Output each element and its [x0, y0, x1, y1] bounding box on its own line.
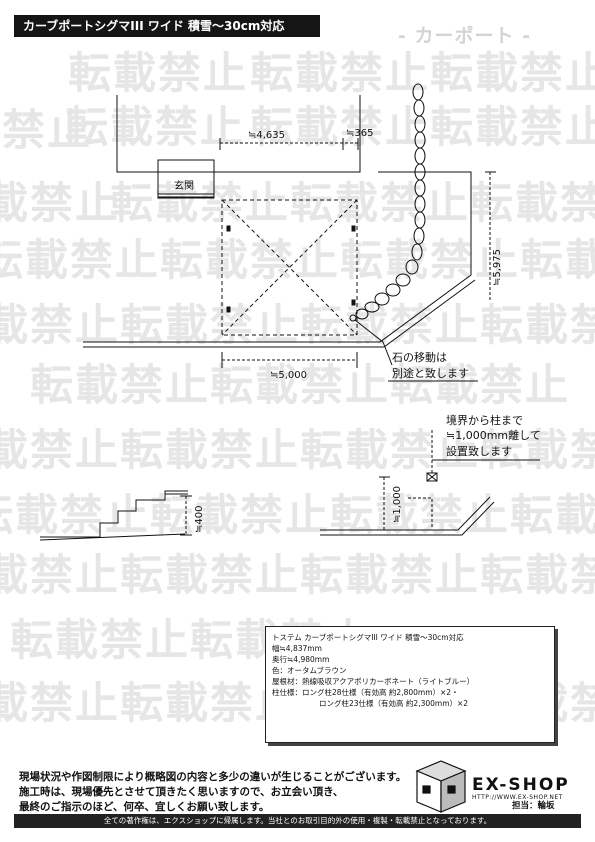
- carport-post: [226, 225, 231, 232]
- boundary-note: 設置致します: [446, 444, 512, 458]
- spec-post-1: 柱仕様：ロング柱28仕様（有効高 約2,800mm）×2・: [272, 688, 459, 697]
- stone-note: 別途と致します: [392, 366, 469, 380]
- watermark-text: 転載禁止: [300, 301, 480, 351]
- plan-labels: 玄関 ≒4,635 ≒365 ≒5,975 ≒5,000 石の移動は 別途と致し…: [174, 128, 503, 381]
- watermark-text: 転載禁止: [0, 551, 120, 601]
- house-outline: [214, 95, 361, 173]
- leader-line: [354, 319, 393, 366]
- notice-text: 現場状況や作図制限により概略図の内容と多少の違いが生じることがございます。 施工…: [19, 770, 406, 815]
- spec-width: 幅≒4,837mm: [272, 644, 322, 653]
- watermark-text: 転載禁止: [0, 426, 120, 476]
- stone-border: [355, 83, 426, 320]
- stone-note: 石の移動は: [392, 350, 447, 364]
- spec-roof: 屋根材：熱線吸収アクアポリカーボネート（ライトブルー）: [272, 677, 475, 686]
- dimension-height: ≒400: [194, 506, 205, 533]
- spec-color: 色：オータムブラウン: [272, 666, 347, 675]
- watermark-text: 転載禁止: [120, 551, 300, 601]
- spec-post-2: ロング柱23仕様（有効高 約2,300mm）×2: [319, 699, 469, 708]
- watermark-text: 転載禁止: [0, 679, 120, 729]
- watermark-text: 転載禁止: [210, 361, 390, 411]
- entrance-step: [157, 159, 215, 173]
- watermark-text: 転載禁止: [390, 361, 570, 411]
- watermark-text: 転載禁止: [290, 179, 470, 229]
- watermark-text: 転載禁止: [250, 103, 430, 153]
- watermark-text: 転載禁止: [68, 49, 248, 99]
- watermark-text: 転載禁止: [480, 426, 595, 476]
- watermark-text: 転載禁止: [0, 106, 92, 156]
- spec-box: トステム カーブポートシグマIII ワイド 積雪～30cm対応 幅≒4,837m…: [265, 626, 555, 743]
- watermark-text: 転載禁止: [30, 361, 210, 411]
- boundary-note: ≒1,000mm離して: [446, 428, 541, 442]
- dimension-width-bottom: ≒5,000: [270, 370, 307, 381]
- page-title: カーブポートシグマIII ワイド 積雪～30cm対応: [14, 15, 320, 37]
- notice-line: 最終のご指示のほど、何卒、宜しくお願い致します。: [19, 801, 270, 813]
- watermark-text: 転載禁止: [470, 179, 595, 229]
- logo-name: EX-SHOP: [472, 775, 570, 795]
- property-boundary: [83, 279, 476, 348]
- property-boundary: [320, 501, 495, 536]
- watermark-text: 転載禁止: [520, 236, 595, 286]
- dimension-width-top: ≒4,635: [248, 130, 285, 141]
- section-view: [39, 430, 540, 541]
- watermark-text: 転載禁止: [120, 301, 300, 351]
- step-profile: [40, 490, 188, 538]
- watermark-text: 転載禁止: [430, 103, 595, 153]
- watermark-text: 転載禁止: [65, 103, 245, 153]
- entrance-label: 玄関: [174, 179, 194, 192]
- watermark-text: 転載禁止: [150, 491, 330, 541]
- logo-url: HTTP://WWW.EX-SHOP.NET: [472, 794, 563, 801]
- carport-roof-diagonal: [221, 199, 358, 336]
- notice-line: 施工時は、現場優先とさせて頂きたく思いますので、お立会い頂き、: [19, 786, 344, 798]
- stone-callout-marker: [349, 314, 357, 322]
- copyright-footer: 全ての著作権は、エクスショップに帰属します。当社とのお取引目的外の使用・複製・転…: [14, 814, 581, 828]
- watermark-text: 転載禁止: [430, 49, 595, 99]
- watermark-text: 転載禁止: [480, 301, 595, 351]
- watermark-text: 転載禁止: [250, 49, 430, 99]
- watermark-text: 転載禁止: [340, 236, 520, 286]
- setback-line: [408, 497, 433, 529]
- dimension-side-offset: ≒365: [346, 128, 373, 139]
- category-label: - カーポート -: [398, 25, 532, 47]
- watermark-text: 転載禁止: [110, 179, 290, 229]
- entrance-block: [157, 171, 215, 199]
- staff-label: 担当：輪坂: [512, 801, 555, 811]
- watermark-text: 転載禁止: [10, 616, 190, 666]
- carport-post: [351, 299, 356, 306]
- notice-line: 現場状況や作図制限により概略図の内容と多少の違いが生じることがございます。: [19, 771, 407, 783]
- watermark-text: 転載禁止: [300, 426, 480, 476]
- property-boundary: [320, 496, 491, 531]
- watermark-text: 転載禁止: [300, 551, 480, 601]
- watermark-text: 転載禁止: [0, 179, 120, 229]
- watermark-text: 転載禁止: [0, 301, 120, 351]
- watermark-text: 転載禁止: [510, 491, 595, 541]
- carport-roof-diagonal: [221, 199, 358, 336]
- post-symbol-cross: [426, 472, 438, 482]
- exshop-logo-icon: [415, 760, 467, 813]
- section-labels: ≒400 ≒1,000 境界から柱まで ≒1,000mm離して 設置致します: [194, 413, 541, 533]
- watermark-text: 転載禁止: [330, 491, 510, 541]
- watermark-text: 転載禁止: [160, 236, 340, 286]
- boundary-note: 境界から柱まで: [446, 413, 523, 427]
- watermark-text: 転載禁止: [0, 236, 160, 286]
- carport-roof-outline: [221, 199, 358, 336]
- carport-post: [351, 225, 356, 232]
- dimension-depth: ≒5,975: [492, 249, 503, 286]
- plan-view: [83, 83, 496, 382]
- watermark-text: 転載禁止: [0, 491, 150, 541]
- property-boundary: [83, 171, 472, 343]
- ground-line: [39, 533, 186, 541]
- dimension-offset: ≒1,000: [392, 486, 403, 523]
- carport-post: [226, 306, 231, 313]
- spec-title: トステム カーブポートシグマIII ワイド 積雪～30cm対応: [272, 633, 464, 642]
- spec-depth: 奥行≒4,980mm: [272, 655, 330, 664]
- watermark-text: 転載禁止: [480, 551, 595, 601]
- watermark-text: 転載禁止: [120, 426, 300, 476]
- house-outline: [116, 95, 158, 173]
